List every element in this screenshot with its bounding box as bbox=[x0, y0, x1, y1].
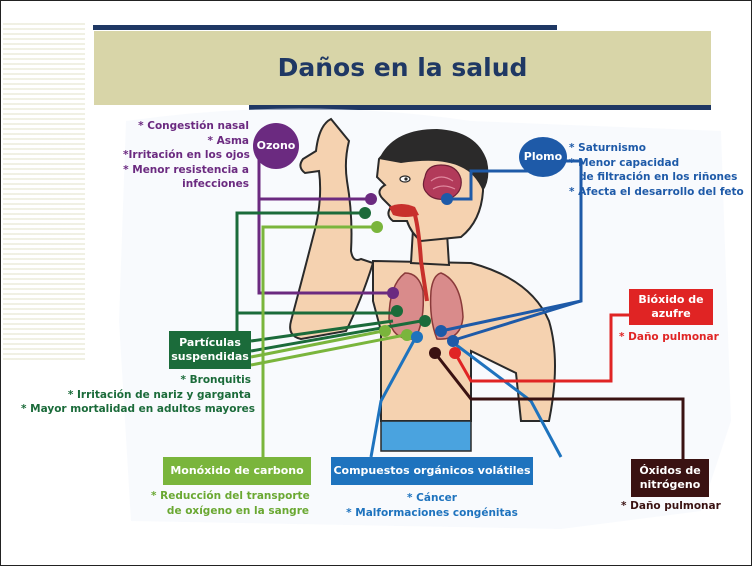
oxidos-label-line2: nitrógeno bbox=[639, 478, 701, 491]
ozono-effect-3: *Irritación en los ojos bbox=[123, 149, 250, 161]
ozono-effect-2: * Asma bbox=[207, 134, 249, 147]
particulas-connector bbox=[235, 211, 363, 331]
airway bbox=[413, 214, 429, 302]
right-lung bbox=[429, 272, 464, 340]
ozono-effect-4: * Menor resistencia a bbox=[123, 163, 249, 176]
oxidos-effects: * Daño pulmonar bbox=[621, 499, 721, 514]
bioxido-dot bbox=[449, 347, 461, 359]
oxidos-label: Óxidos de nitrógeno bbox=[631, 459, 709, 497]
ozono-effects: * Congestión nasal * Asma *Irritación en… bbox=[123, 119, 250, 192]
bioxido-effect-1: * Daño pulmonar bbox=[619, 331, 719, 343]
title-bar bbox=[94, 31, 711, 105]
particulas-effect-3: * Mayor mortalidad en adultos mayores bbox=[21, 403, 256, 415]
monoxido-effect-1: * Reducción del transporte bbox=[151, 490, 310, 502]
compuestos-label-text: Compuestos orgánicos volátiles bbox=[333, 464, 531, 477]
monoxido-label-text: Monóxido de carbono bbox=[170, 464, 304, 477]
oxidos-label-line1: Óxidos de bbox=[639, 464, 701, 477]
human-figure bbox=[289, 117, 556, 452]
particulas-dot bbox=[359, 207, 371, 219]
monoxido-label: Monóxido de carbono bbox=[163, 457, 311, 485]
ozono-effect-1: * Congestión nasal bbox=[138, 120, 249, 132]
bioxido-label-line2: azufre bbox=[651, 307, 691, 320]
plomo-effect-2: * Menor capacidad bbox=[569, 156, 680, 169]
plomo-effect-1: * Saturnismo bbox=[569, 142, 646, 154]
plomo-effect-4: * Afecta el desarrollo del feto bbox=[569, 185, 744, 198]
bioxido-connector bbox=[453, 313, 629, 383]
monoxido-effects: * Reducción del transporte de oxígeno en… bbox=[151, 489, 310, 518]
plomo-label-text: Plomo bbox=[523, 150, 563, 163]
decorative-stripes bbox=[3, 23, 85, 363]
compuestos-effect-1: * Cáncer bbox=[407, 492, 457, 504]
shorts bbox=[380, 420, 472, 452]
bioxido-label-line1: Bióxido de bbox=[638, 293, 704, 306]
compuestos-dot bbox=[411, 331, 423, 343]
bioxido-label: Bióxido de azufre bbox=[629, 289, 713, 325]
compuestos-label: Compuestos orgánicos volátiles bbox=[331, 457, 533, 485]
particulas-label: Partículas suspendidas bbox=[169, 331, 251, 369]
particulas-effect-2: * Irritación de nariz y garganta bbox=[67, 388, 251, 401]
raised-arm bbox=[289, 117, 375, 341]
particulas-label-line1: Partículas bbox=[179, 336, 241, 349]
monoxido-effect-2: de oxígeno en la sangre bbox=[166, 504, 309, 517]
particulas-effects: * Bronquitis * Irritación de nariz y gar… bbox=[21, 373, 256, 417]
bioxido-effects: * Daño pulmonar bbox=[619, 330, 719, 345]
page-title: Daños en la salud bbox=[277, 53, 528, 82]
plomo-label: Plomo bbox=[519, 137, 567, 177]
ozono-label: Ozono bbox=[253, 123, 299, 169]
eye-pupil bbox=[404, 177, 408, 181]
particulas-effect-1: * Bronquitis bbox=[180, 374, 251, 386]
plomo-dot bbox=[441, 193, 453, 205]
mouth bbox=[389, 204, 419, 217]
plomo-effect-3: de filtración en los riñones bbox=[579, 171, 738, 183]
brain bbox=[422, 164, 462, 200]
oxidos-effect-1: * Daño pulmonar bbox=[621, 500, 721, 512]
oxidos-dot bbox=[429, 347, 441, 359]
oxidos-connector bbox=[433, 352, 685, 463]
compuestos-effects: * Cáncer * Malformaciones congénitas bbox=[331, 491, 533, 520]
title-top-rule bbox=[93, 25, 557, 30]
particulas-label-line2: suspendidas bbox=[171, 350, 249, 363]
compuestos-effect-2: * Malformaciones congénitas bbox=[346, 506, 518, 519]
ozono-label-text: Ozono bbox=[256, 139, 296, 152]
ozono-dot bbox=[365, 193, 377, 205]
monoxido-dot bbox=[371, 221, 383, 233]
title-bottom-rule bbox=[249, 105, 711, 110]
ozono-effect-5: infecciones bbox=[182, 178, 249, 190]
monoxido-connector bbox=[261, 225, 377, 457]
hair bbox=[379, 129, 489, 191]
plomo-effects: * Saturnismo * Menor capacidad de filtra… bbox=[569, 141, 744, 199]
compuestos-connector bbox=[369, 334, 419, 458]
